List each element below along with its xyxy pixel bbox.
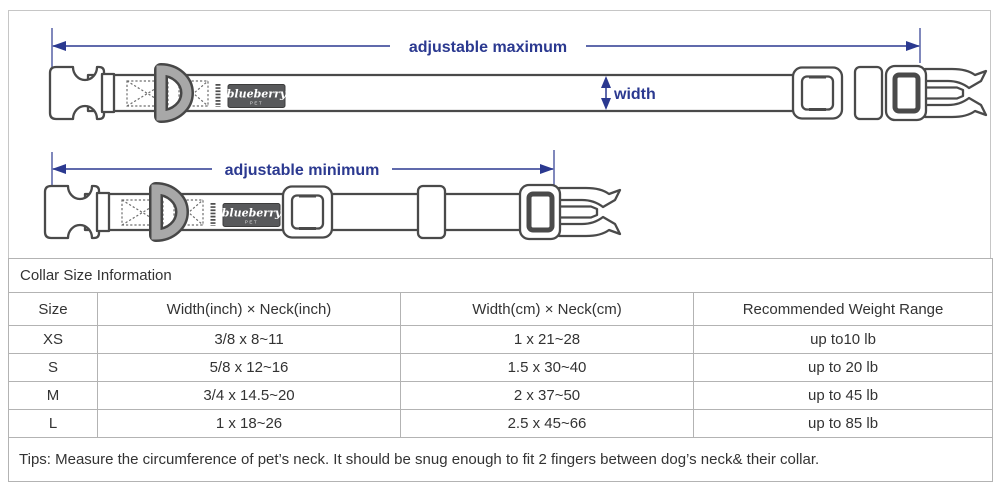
width-arrow: width [601,76,656,110]
cell-inch: 1 x 18~26 [97,409,401,438]
max-arrow-label: adjustable maximum [409,39,567,56]
d-ring-icon [154,63,194,123]
arrow-right-icon [540,164,554,174]
col-header-inch: Width(inch) × Neck(inch) [97,292,401,326]
cell-inch: 3/4 x 14.5~20 [97,381,401,410]
cell-weight: up to10 lb [692,325,994,354]
table-row-s: S 5/8 x 12~16 1.5 x 30~40 up to 20 lb [8,353,994,382]
table-tips: Tips: Measure the circumference of pet’s… [7,437,994,482]
cell-weight: up to 45 lb [692,381,994,410]
cell-weight: up to 85 lb [692,409,994,438]
table-title: Collar Size Information [7,258,994,293]
female-buckle-icon [48,65,116,121]
cell-size: XS [8,325,98,354]
cell-weight: up to 20 lb [692,353,994,382]
cell-size: L [8,409,98,438]
triglide-slider-icon [791,66,844,120]
collar-max-diagram: adjustable maximum [48,28,988,123]
col-header-size: Size [8,292,98,326]
size-table: Collar Size Information Size Width(inch)… [7,258,994,482]
cell-cm: 1 x 21~28 [400,325,694,354]
collar-min-diagram: adjustable minimum [43,150,620,239]
col-header-weight: Recommended Weight Range [692,292,994,326]
min-arrow-label: adjustable minimum [225,162,380,179]
col-header-cm: Width(cm) × Neck(cm) [400,292,694,326]
cell-inch: 3/8 x 8~11 [97,325,401,354]
brand-sub: PET [250,101,263,106]
table-title-row: Collar Size Information [7,258,994,293]
collar-diagrams: adjustable maximum [43,28,988,258]
cell-cm: 2.5 x 45~66 [400,409,694,438]
brand-name: blueberry [227,88,288,101]
width-arrow-label: width [613,86,656,103]
cell-cm: 1.5 x 30~40 [400,353,694,382]
cell-inch: 5/8 x 12~16 [97,353,401,382]
table-row-l: L 1 x 18~26 2.5 x 45~66 up to 85 lb [8,409,994,438]
table-row-m: M 3/4 x 14.5~20 2 x 37~50 up to 45 lb [8,381,994,410]
table-header-row: Size Width(inch) × Neck(inch) Width(cm) … [8,292,994,326]
cell-size: S [8,353,98,382]
cell-size: M [8,381,98,410]
cell-cm: 2 x 37~50 [400,381,694,410]
max-extent-arrow: adjustable maximum [51,28,921,71]
keeper-loop-icon [853,65,884,121]
table-tips-row: Tips: Measure the circumference of pet’s… [7,437,994,482]
min-extent-arrow: adjustable minimum [51,150,555,190]
arrow-left-icon [52,41,66,51]
table-row-xs: XS 3/8 x 8~11 1 x 21~28 up to10 lb [8,325,994,354]
arrow-right-icon [906,41,920,51]
arrow-left-icon [52,164,66,174]
male-buckle-icon [884,64,988,122]
brand-label: blueberry PET [227,84,288,108]
